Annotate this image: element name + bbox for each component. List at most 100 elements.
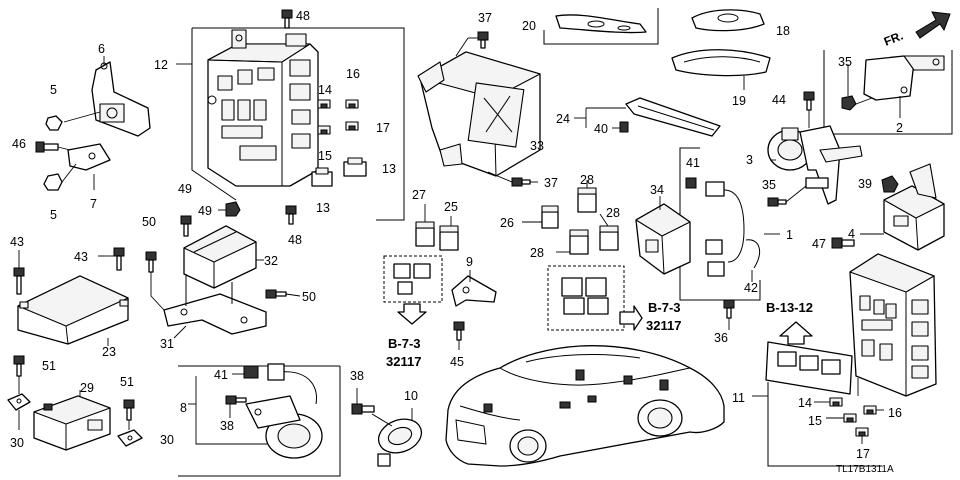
part-1-frame [679, 147, 761, 301]
callout-45: 45 [450, 355, 464, 369]
callout-2: 2 [896, 121, 903, 135]
module-32 [183, 225, 257, 289]
bolt-48-top [281, 9, 293, 29]
callout-51: 51 [120, 375, 134, 389]
nut-39 [881, 175, 899, 193]
bolt-35-lower [767, 197, 787, 207]
callout-12: 12 [154, 58, 168, 72]
cover-18 [691, 9, 765, 32]
callout-11: 11 [732, 391, 745, 405]
callout-35: 35 [762, 178, 776, 192]
bolt-37-top [477, 31, 489, 49]
callout-14: 14 [798, 396, 812, 410]
callout-9: 9 [466, 255, 473, 269]
callout-37: 37 [478, 11, 492, 25]
nut-5-lower [43, 173, 63, 191]
control-unit-33 [417, 51, 541, 177]
ref-b1312: B-13-12 [766, 300, 813, 315]
callout-24: 24 [556, 112, 570, 126]
callout-4: 4 [848, 227, 855, 241]
callout-25: 25 [444, 200, 458, 214]
relay-13-right [343, 157, 367, 177]
bracket-31 [163, 274, 267, 335]
bolt-48-bottom [285, 205, 297, 225]
ref-32117-left: 32117 [386, 354, 421, 369]
callout-8: 8 [180, 401, 187, 415]
relay-28-top [577, 187, 597, 213]
module-29 [33, 395, 111, 451]
relay-25 [439, 225, 459, 251]
bolt-43-right [113, 247, 125, 271]
fuse-box-main [207, 29, 319, 187]
clip-41-upper [685, 177, 697, 189]
callout-30: 30 [160, 433, 174, 447]
callout-6: 6 [98, 42, 105, 56]
callout-38: 38 [350, 369, 364, 383]
relay-27 [415, 221, 435, 247]
fuse-14-lower [829, 397, 843, 407]
callout-49: 49 [178, 182, 192, 196]
callout-37: 37 [544, 176, 558, 190]
module-23 [17, 275, 129, 345]
callout-32: 32 [264, 254, 278, 268]
callout-29: 29 [80, 381, 94, 395]
bracket-30-left [7, 393, 31, 411]
callout-3: 3 [746, 153, 753, 167]
bolt-37-right [511, 177, 531, 187]
callout-50: 50 [302, 290, 316, 304]
callout-36: 36 [714, 331, 728, 345]
callout-49: 49 [198, 204, 212, 218]
ref-32117-right: 32117 [646, 318, 681, 333]
callout-5: 5 [50, 83, 57, 97]
relay-28-right [599, 225, 619, 251]
callout-34: 34 [650, 183, 664, 197]
relay-box-detail [547, 265, 625, 331]
callout-41: 41 [686, 156, 700, 170]
bolt-47 [831, 237, 855, 249]
bracket-6 [91, 56, 151, 137]
callout-19: 19 [732, 94, 746, 108]
callout-15: 15 [808, 414, 822, 428]
callout-40: 40 [594, 122, 608, 136]
control-unit-34 [635, 203, 691, 275]
callout-47: 47 [812, 237, 826, 251]
arrow-up-b1312-icon [779, 321, 813, 345]
bolt-51-right [123, 399, 135, 421]
callout-10: 10 [404, 389, 418, 403]
callout-30: 30 [10, 436, 24, 450]
callout-50: 50 [142, 215, 156, 229]
bolt-38-upper [351, 403, 375, 415]
callout-17: 17 [856, 447, 870, 461]
callout-28: 28 [606, 206, 620, 220]
part-12-frame [176, 27, 405, 221]
clip-40 [619, 121, 629, 133]
cover-19 [671, 49, 771, 77]
fuse-box-under-hood [849, 253, 937, 397]
fuse-16-lower [863, 405, 877, 415]
ref-b73-right: B-7-3 [648, 300, 681, 315]
callout-28: 28 [580, 173, 594, 187]
bolt-36 [723, 299, 735, 319]
bolt-46 [35, 141, 59, 153]
connector-4 [883, 163, 945, 251]
drawing-code: TL17B1311A [836, 464, 894, 475]
callout-18: 18 [776, 24, 790, 38]
relay-28-left [569, 229, 589, 255]
clip-41-lower [243, 365, 259, 379]
callout-13: 13 [316, 201, 330, 215]
front-direction-arrow-icon [915, 11, 951, 39]
callout-27: 27 [412, 188, 426, 202]
relay-group-detail [765, 341, 853, 395]
fuse-17-upper [345, 121, 359, 131]
nut-49-right [225, 201, 241, 217]
bolt-38-lower [225, 395, 247, 405]
callout-5: 5 [50, 208, 57, 222]
bracket-30-right [117, 429, 143, 447]
relay-13-left [311, 167, 333, 187]
callout-26: 26 [500, 216, 514, 230]
part-20-frame [543, 8, 659, 45]
part-8-frame [178, 365, 341, 477]
fuse-15-upper [317, 125, 331, 135]
ref-b73-left: B-7-3 [388, 336, 421, 351]
callout-39: 39 [858, 177, 872, 191]
